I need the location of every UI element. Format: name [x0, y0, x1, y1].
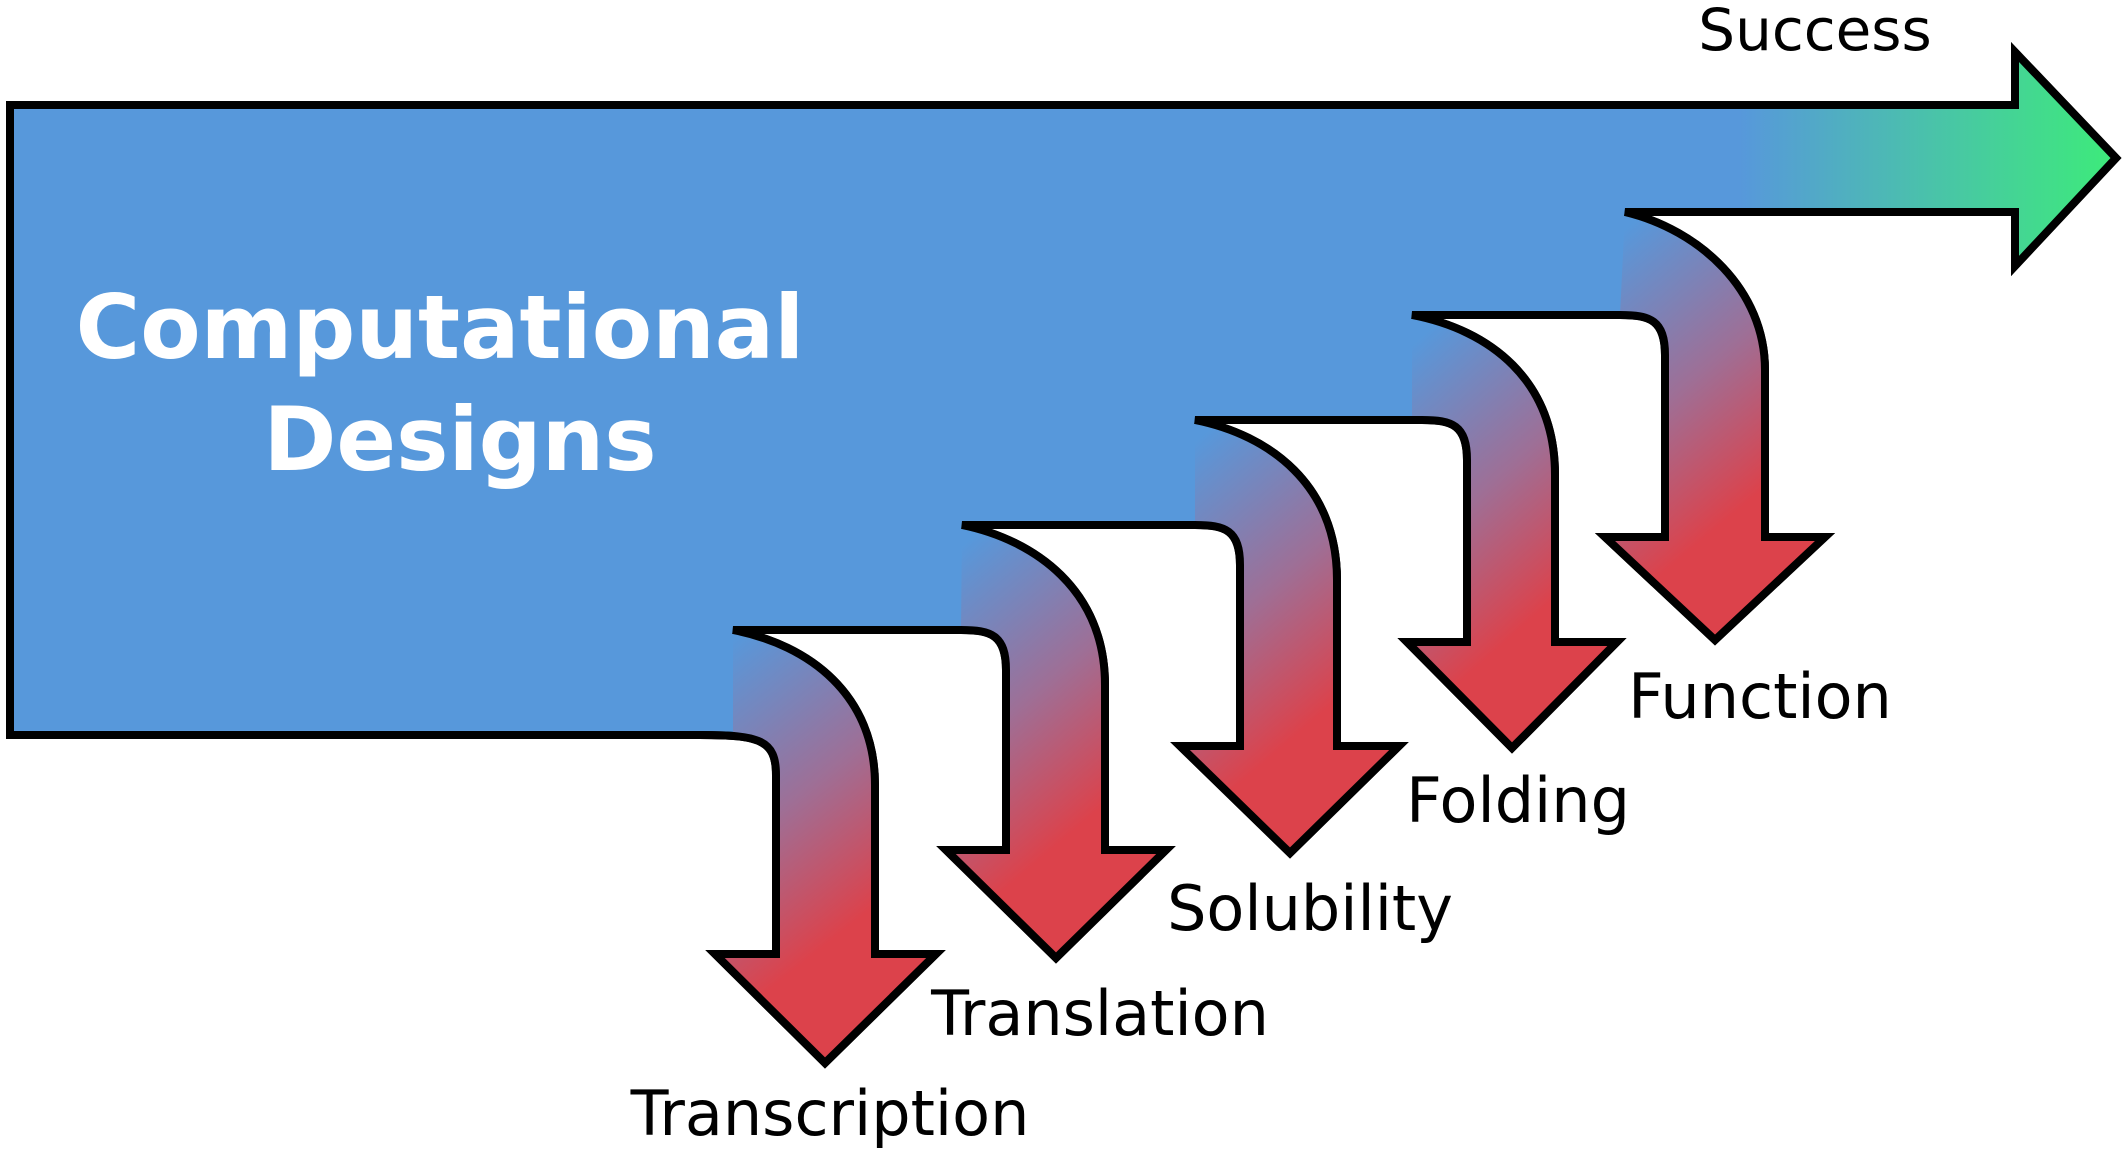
- folding-fail-arrow: [1407, 315, 1617, 748]
- translation-fail-arrow: [946, 525, 1166, 958]
- stage-label-folding: Folding: [1406, 764, 1630, 837]
- transcription-fail-arrow: [700, 630, 936, 1063]
- stage-label-function: Function: [1628, 660, 1892, 733]
- function-fail-outline: [1412, 208, 1836, 646]
- diagram-title-line-1: Computational: [76, 276, 805, 379]
- success-arrow: [1740, 52, 2116, 266]
- translation-fail-outline: [733, 521, 1176, 964]
- stage-label-transcription: Transcription: [630, 1077, 1030, 1150]
- success-arrow-outline: [1740, 42, 2122, 277]
- success-label: Success: [1698, 0, 1931, 64]
- diagram-title-line-2: Designs: [263, 388, 656, 491]
- solubility-fail-arrow: [1180, 420, 1399, 853]
- solubility-fail-outline: [962, 416, 1409, 859]
- folding-fail-outline: [1195, 311, 1627, 754]
- function-fail-arrow: [1605, 212, 1825, 640]
- stage-label-translation: Translation: [930, 977, 1269, 1050]
- stage-label-solubility: Solubility: [1167, 872, 1453, 945]
- transcription-fail-outline: [699, 626, 946, 1069]
